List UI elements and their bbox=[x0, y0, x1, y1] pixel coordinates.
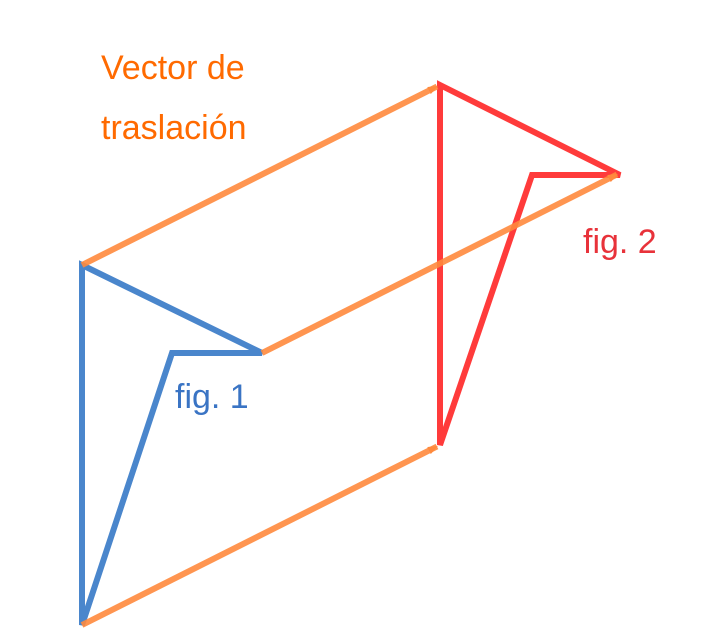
figure-1-shape bbox=[79, 260, 264, 626]
figure-2-label: fig. 2 bbox=[583, 223, 657, 261]
vector-title-line2: traslación bbox=[101, 109, 247, 147]
translation-vector-arrow-2 bbox=[260, 171, 619, 356]
figure-2-shape bbox=[437, 80, 622, 446]
vector-title-line1: Vector de bbox=[101, 49, 245, 87]
figure-1-label: fig. 1 bbox=[175, 378, 249, 416]
translation-vector-arrow-1 bbox=[80, 83, 439, 268]
translation-vector-arrow-3 bbox=[80, 443, 439, 628]
